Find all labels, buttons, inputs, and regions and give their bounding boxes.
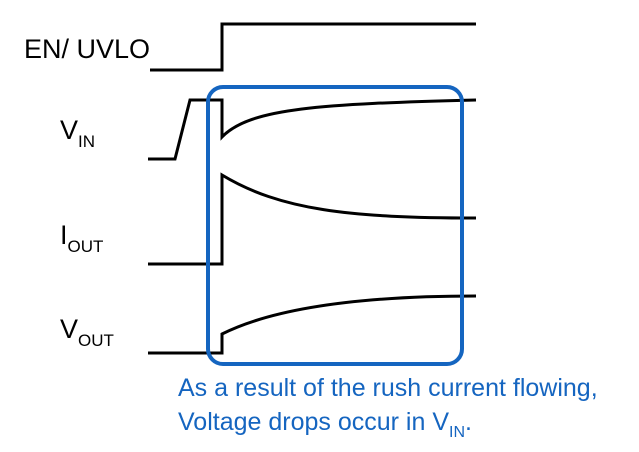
annotation-line-2: Voltage drops occur in VIN. <box>178 408 472 441</box>
annotation-line-2-suffix: . <box>465 408 472 436</box>
iout-label-main: I <box>60 220 68 250</box>
vin-label: VIN <box>60 115 95 151</box>
annotation-line-2-prefix: Voltage drops occur in V <box>178 408 449 436</box>
vout-label-sub: OUT <box>78 331 114 350</box>
annotation-line-2-sub: IN <box>449 424 465 441</box>
annotation-line-1: As a result of the rush current flowing, <box>178 376 598 401</box>
iout-label-sub: OUT <box>67 237 104 256</box>
rush-current-highlight-box <box>206 85 464 366</box>
iout-waveform <box>148 172 477 266</box>
en-uvlo-label: EN/ UVLO <box>24 36 150 63</box>
vout-label-main: V <box>60 314 79 344</box>
annotation-line-1-text: As a result of the rush current flowing, <box>178 374 598 402</box>
vout-waveform <box>148 294 477 355</box>
en-uvlo-label-text: EN/ UVLO <box>24 34 151 64</box>
en-uvlo-waveform <box>150 22 476 72</box>
vin-label-sub: IN <box>78 132 96 151</box>
iout-label: IOUT <box>60 220 103 256</box>
vin-waveform <box>148 98 477 161</box>
vin-label-main: V <box>60 115 79 145</box>
vout-label: VOUT <box>60 314 114 350</box>
